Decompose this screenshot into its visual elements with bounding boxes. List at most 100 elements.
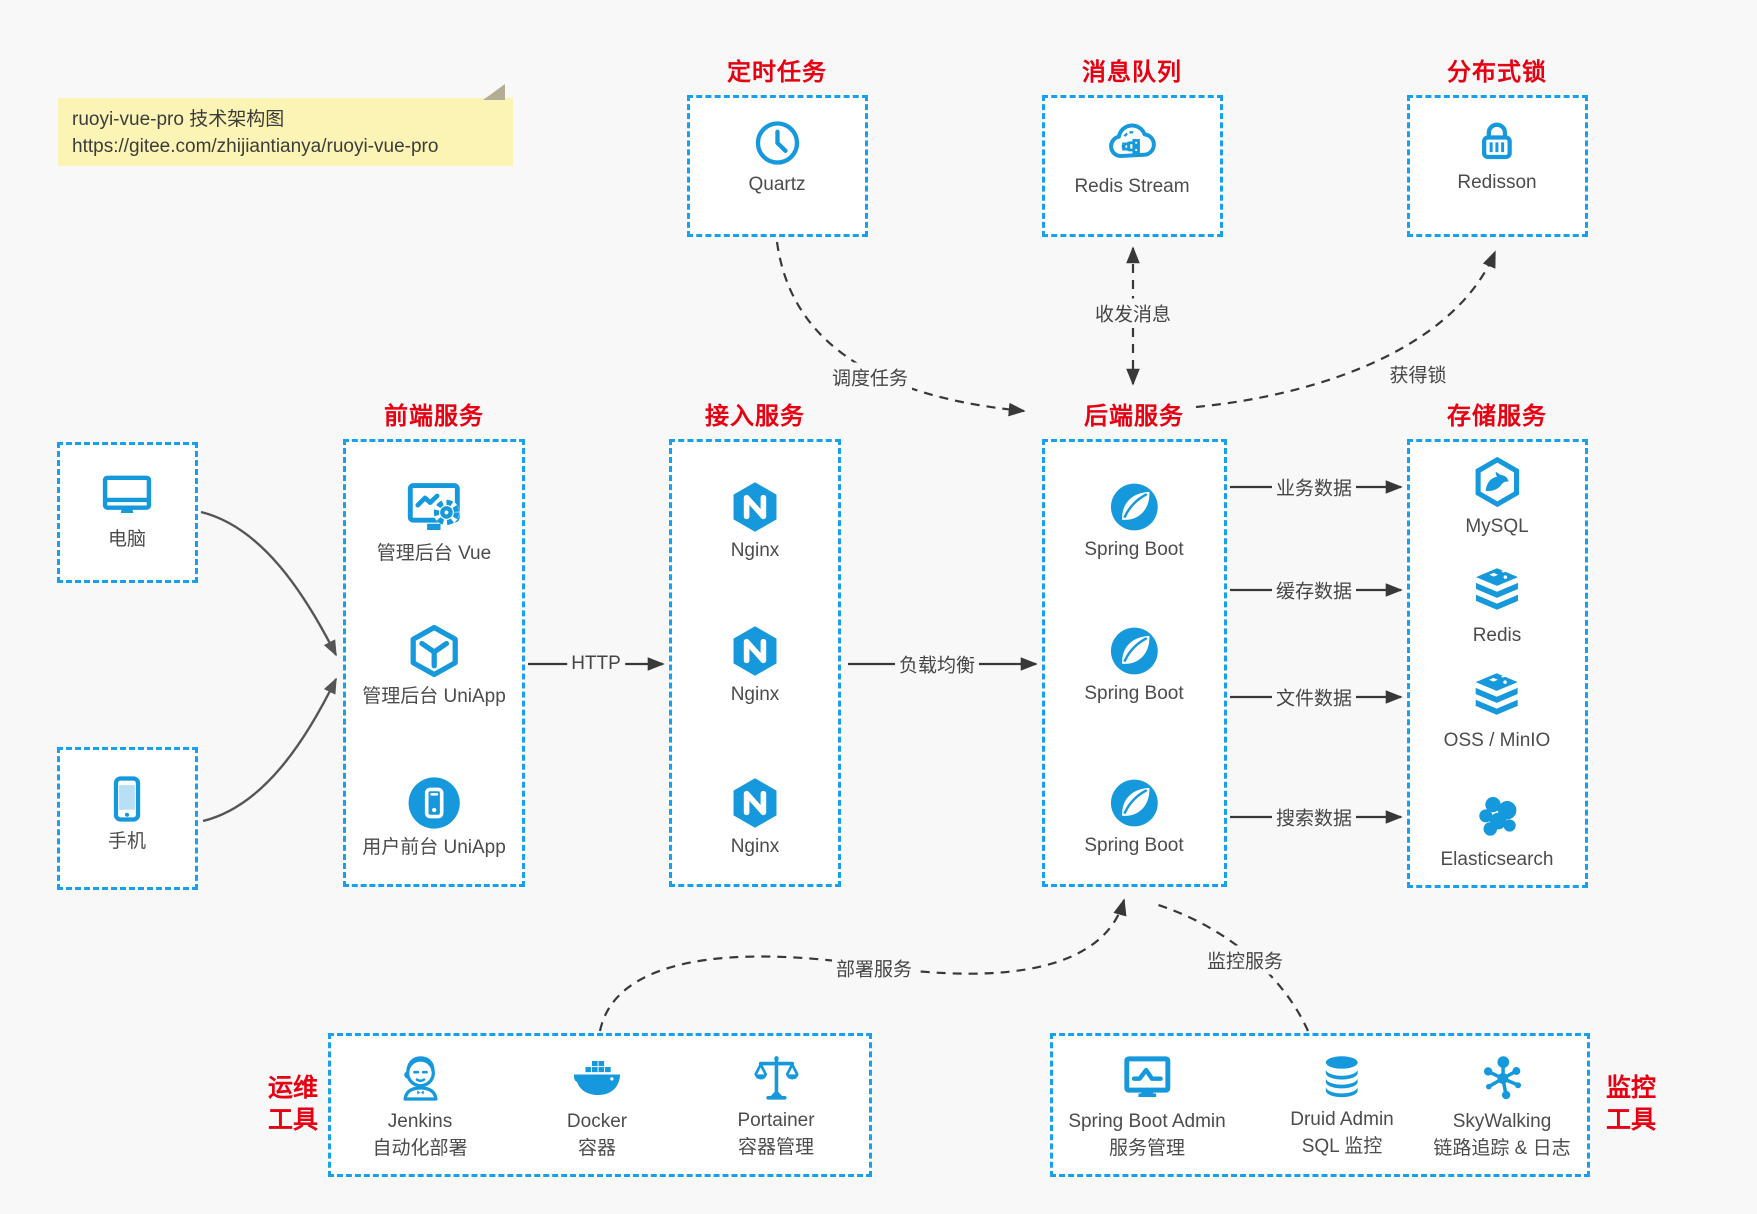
database-icon (1316, 1051, 1369, 1104)
node-elasticsearch: Elasticsearch (1441, 790, 1554, 870)
node-label: Nginx (730, 836, 780, 857)
edge-label-http: HTTP (567, 652, 625, 676)
node-redisson: Redisson (1457, 116, 1537, 193)
node-portainer: Portainer 容器管理 (737, 1051, 815, 1158)
nginx-icon (727, 623, 783, 679)
node-label: 用户前台 UniApp (362, 837, 506, 858)
edge-label-search: 搜索数据 (1271, 802, 1357, 832)
node-label: Nginx (730, 684, 780, 705)
node-sublabel: 链路追踪 & 日志 (1433, 1137, 1571, 1159)
mysql-dolphin-icon (1468, 453, 1526, 511)
nginx-icon (727, 479, 783, 535)
cloud-network-icon (1104, 115, 1160, 171)
docker-whale-icon (569, 1050, 625, 1106)
title-frontend: 前端服务 (384, 403, 484, 430)
monitor-chart-icon (1119, 1050, 1175, 1106)
node-label: 管理后台 Vue (376, 543, 492, 564)
node-label: Druid Admin (1290, 1109, 1394, 1130)
node-redis-stream: Redis Stream (1074, 115, 1190, 197)
node-spring-boot-admin: Spring Boot Admin 服务管理 (1068, 1050, 1226, 1159)
spring-leaf-icon (1107, 776, 1161, 830)
node-label: 手机 (107, 831, 146, 852)
node-sublabel: 服务管理 (1108, 1137, 1185, 1159)
note-url: https://gitee.com/zhijiantianya/ruoyi-vu… (72, 135, 439, 157)
title-backend: 后端服务 (1084, 403, 1184, 430)
node-label: 管理后台 UniApp (362, 686, 506, 707)
node-docker: Docker 容器 (567, 1050, 627, 1159)
node-label: Spring Boot Admin (1068, 1111, 1226, 1132)
node-label: Redisson (1457, 172, 1537, 193)
node-phone: 手机 (100, 772, 154, 852)
clock-icon (751, 117, 803, 169)
node-oss-minio: OSS / MinIO (1443, 669, 1551, 751)
box-lock (1407, 95, 1588, 237)
box-scheduler (687, 95, 868, 237)
note-title: ruoyi-vue-pro 技术架构图 (72, 109, 285, 130)
node-sublabel: SQL 监控 (1301, 1135, 1383, 1157)
node-jenkins: Jenkins 自动化部署 (372, 1050, 468, 1159)
node-druid-admin: Druid Admin SQL 监控 (1290, 1051, 1394, 1157)
edge-label-messaging: 收发消息 (1090, 298, 1176, 328)
redis-stack-icon (1469, 564, 1525, 620)
node-redis: Redis (1469, 564, 1525, 646)
phone-circle-icon (405, 774, 463, 832)
node-label: MySQL (1465, 516, 1529, 537)
node-admin-vue: 管理后台 Vue (377, 476, 491, 564)
title-devops: 运维 工具 (267, 1074, 319, 1134)
node-label: Spring Boot (1084, 539, 1184, 560)
edge-label-cache: 缓存数据 (1271, 575, 1357, 605)
node-sublabel: 自动化部署 (372, 1137, 468, 1159)
title-lock: 分布式锁 (1447, 59, 1547, 86)
node-nginx-2: Nginx (727, 623, 783, 705)
topology-icon (1474, 1050, 1530, 1106)
computer-icon (99, 468, 155, 524)
lock-icon (1472, 116, 1523, 167)
node-label: Portainer (737, 1110, 815, 1131)
phone-icon (100, 772, 154, 826)
node-label: Spring Boot (1084, 835, 1184, 856)
node-spring-3: Spring Boot (1084, 776, 1184, 856)
node-label: Quartz (748, 174, 806, 195)
admin-monitor-gear-icon (403, 476, 465, 538)
node-sublabel: 容器 (577, 1137, 616, 1159)
node-label: Redis Stream (1074, 176, 1190, 197)
title-mq: 消息队列 (1082, 59, 1182, 86)
cube-icon (404, 621, 464, 681)
edge-label-load-balance: 负载均衡 (894, 649, 980, 679)
jenkins-butler-icon (392, 1050, 448, 1106)
node-label: Redis (1472, 625, 1522, 646)
edge-phone-frontend (202, 677, 338, 823)
sticky-note: ruoyi-vue-pro 技术架构图 https://gitee.com/zh… (58, 84, 513, 166)
node-skywalking: SkyWalking 链路追踪 & 日志 (1433, 1050, 1571, 1159)
node-nginx-3: Nginx (727, 775, 783, 857)
title-gateway: 接入服务 (705, 403, 805, 430)
node-label: Jenkins (387, 1111, 453, 1132)
node-spring-2: Spring Boot (1084, 624, 1184, 704)
storage-stack-icon (1469, 669, 1525, 725)
node-sublabel: 容器管理 (737, 1136, 815, 1158)
node-quartz: Quartz (748, 117, 806, 195)
node-label: Nginx (730, 540, 780, 561)
title-monitoring: 监控 工具 (1605, 1074, 1657, 1134)
edge-label-business: 业务数据 (1271, 472, 1357, 502)
node-nginx-1: Nginx (727, 479, 783, 561)
node-label: Elasticsearch (1440, 849, 1554, 870)
node-mysql: MySQL (1465, 453, 1529, 537)
edge-pc-frontend (200, 510, 338, 657)
node-pc: 电脑 (99, 468, 155, 550)
node-label: 电脑 (107, 529, 146, 550)
title-storage: 存储服务 (1447, 403, 1547, 430)
node-label: Docker (566, 1111, 628, 1132)
node-admin-uniapp: 管理后台 UniApp (362, 621, 506, 707)
scales-icon (749, 1051, 803, 1105)
title-scheduler: 定时任务 (727, 59, 827, 86)
edge-label-schedule: 调度任务 (827, 362, 913, 392)
spring-leaf-icon (1107, 624, 1161, 678)
node-label: OSS / MinIO (1443, 730, 1551, 751)
edge-label-deploy: 部署服务 (831, 953, 917, 983)
spring-leaf-icon (1107, 480, 1161, 534)
nginx-icon (727, 775, 783, 831)
node-user-uniapp: 用户前台 UniApp (362, 774, 506, 858)
edge-label-monitor: 监控服务 (1202, 945, 1288, 975)
